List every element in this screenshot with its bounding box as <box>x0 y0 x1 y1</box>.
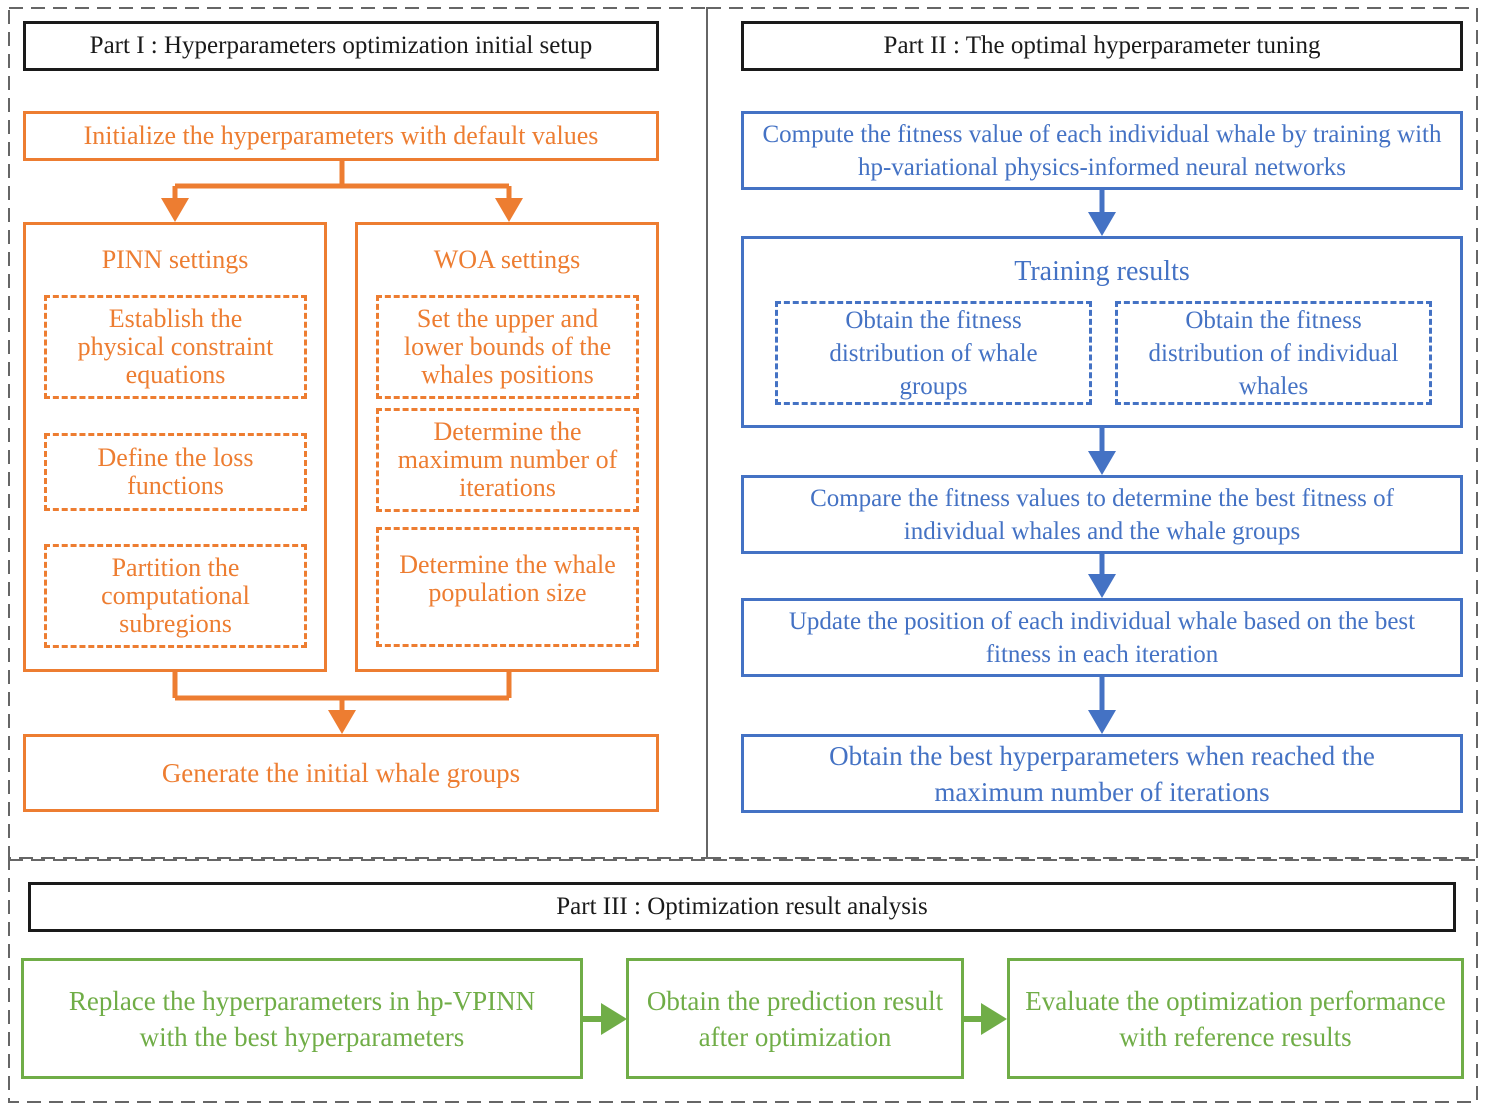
arrowhead-to-compare <box>1088 451 1116 475</box>
update-text: Update the position of each individual w… <box>788 607 1416 668</box>
pinn-item-constraints-text: Establish the physical constraint equati… <box>77 304 274 389</box>
obtain-best-text: Obtain the best hyperparameters when rea… <box>829 740 1375 807</box>
woa-item-population: Determine the whale population size <box>376 527 639 647</box>
update-box: Update the position of each individual w… <box>741 598 1463 677</box>
replace-box: Replace the hyperparameters in hp-VPINN … <box>21 958 583 1079</box>
evaluate-text: Evaluate the optimization performance wi… <box>1025 985 1446 1052</box>
part1-title-text: Part I : Hyperparameters optimization in… <box>89 32 593 59</box>
woa-item-iterations: Determine the maximum number of iteratio… <box>376 408 639 512</box>
pinn-settings-panel: PINN settings Establish the physical con… <box>23 222 327 672</box>
woa-settings-panel: WOA settings Set the upper and lower bou… <box>355 222 659 672</box>
arrowhead-to-pinn <box>161 198 189 222</box>
part1-title: Part I : Hyperparameters optimization in… <box>23 21 659 71</box>
woa-item-bounds-text: Set the upper and lower bounds of the wh… <box>403 304 612 389</box>
compare-box: Compare the fitness values to determine … <box>741 475 1463 554</box>
part2-title-text: Part II : The optimal hyperparameter tun… <box>883 32 1321 59</box>
pinn-item-loss-text: Define the loss functions <box>97 443 254 500</box>
part2-title: Part II : The optimal hyperparameter tun… <box>741 21 1463 71</box>
generate-text: Generate the initial whale groups <box>161 758 521 788</box>
training-item-individuals: Obtain the fitness distribution of indiv… <box>1115 301 1432 405</box>
arrowhead-to-evaluate <box>981 1003 1007 1035</box>
training-results-panel: Training results Obtain the fitness dist… <box>741 236 1463 428</box>
arrowhead-to-obtain <box>1088 710 1116 734</box>
compute-box: Compute the fitness value of each indivi… <box>741 111 1463 190</box>
prediction-text: Obtain the prediction result after optim… <box>646 985 944 1052</box>
obtain-best-box: Obtain the best hyperparameters when rea… <box>741 734 1463 813</box>
part3-title: Part III : Optimization result analysis <box>28 882 1456 932</box>
training-item-groups: Obtain the fitness distribution of whale… <box>775 301 1092 405</box>
evaluate-box: Evaluate the optimization performance wi… <box>1007 958 1464 1079</box>
woa-item-iterations-text: Determine the maximum number of iteratio… <box>397 417 618 502</box>
compute-text: Compute the fitness value of each indivi… <box>762 120 1442 181</box>
arrowhead-to-woa <box>495 198 523 222</box>
arrowhead-to-training <box>1088 212 1116 236</box>
prediction-box: Obtain the prediction result after optim… <box>626 958 964 1079</box>
arrowhead-to-prediction <box>601 1003 627 1035</box>
woa-item-bounds: Set the upper and lower bounds of the wh… <box>376 295 639 399</box>
initialize-box: Initialize the hyperparameters with defa… <box>23 111 659 161</box>
initialize-text: Initialize the hyperparameters with defa… <box>83 121 599 150</box>
pinn-item-loss: Define the loss functions <box>44 433 307 511</box>
pinn-item-constraints: Establish the physical constraint equati… <box>44 295 307 399</box>
part3-frame <box>8 859 1478 1103</box>
pinn-item-subregions: Partition the computational subregions <box>44 544 307 648</box>
part1-frame <box>8 7 708 859</box>
training-results-title: Training results <box>1014 256 1190 287</box>
woa-settings-title: WOA settings <box>433 245 581 274</box>
part2-frame <box>706 7 1478 859</box>
part3-title-text: Part III : Optimization result analysis <box>556 893 928 920</box>
training-item-individuals-text: Obtain the fitness distribution of indiv… <box>1148 306 1399 400</box>
arrowhead-to-generate <box>328 710 356 734</box>
training-item-groups-text: Obtain the fitness distribution of whale… <box>829 306 1038 400</box>
compare-text: Compare the fitness values to determine … <box>810 484 1394 545</box>
pinn-item-subregions-text: Partition the computational subregions <box>101 553 250 638</box>
replace-text: Replace the hyperparameters in hp-VPINN … <box>68 985 536 1052</box>
generate-box: Generate the initial whale groups <box>23 734 659 812</box>
pinn-settings-title: PINN settings <box>101 245 249 274</box>
arrowhead-to-update <box>1088 574 1116 598</box>
woa-item-population-text: Determine the whale population size <box>399 550 616 607</box>
